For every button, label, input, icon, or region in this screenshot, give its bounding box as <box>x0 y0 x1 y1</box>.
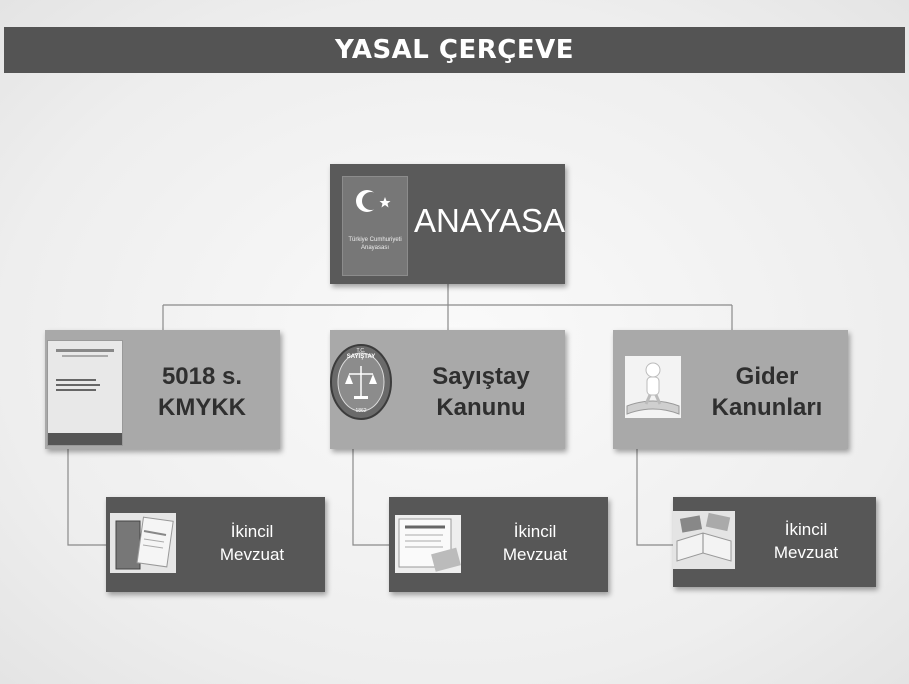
kmykk-label-line1: 5018 s. <box>161 363 243 390</box>
anayasa-box: Türkiye Cumhuriyeti Anayasası ANAYASA <box>330 164 565 284</box>
kmykk-label-line2: KMYKK <box>158 394 246 421</box>
gider-label-line1: Gider <box>735 363 799 390</box>
constitution-book-image: Türkiye Cumhuriyeti Anayasası <box>342 176 408 276</box>
page-title: YASAL ÇERÇEVE <box>4 27 905 73</box>
sayistay-seal-image: T.C. SAYIŞTAY 1862 <box>330 344 392 420</box>
seal-top-text: T.C. <box>356 348 366 354</box>
law-document-image <box>47 340 123 446</box>
anayasa-label: ANAYASA <box>414 202 565 239</box>
ikincil-mevzuat-box-3: İkincil Mevzuat <box>673 497 876 587</box>
mevzuat-label-3: Mevzuat <box>773 543 839 562</box>
figure-on-book-image <box>625 356 681 418</box>
seal-text: SAYIŞTAY <box>346 354 376 360</box>
ikincil-label-1: İkincil <box>230 522 274 541</box>
ikincil-mevzuat-box-2: İkincil Mevzuat <box>389 497 608 592</box>
seal-year: 1862 <box>355 408 367 414</box>
ikincil-mevzuat-box-1: İkincil Mevzuat <box>106 497 325 592</box>
ikincil-label-3: İkincil <box>784 520 828 539</box>
book-title-line2: Anayasası <box>360 245 390 251</box>
gider-box: Gider Kanunları <box>613 330 848 449</box>
resmi-gazete-book-image <box>110 513 176 573</box>
sayistay-label-line1: Sayıştay <box>432 363 530 390</box>
gider-label-line2: Kanunları <box>711 394 823 421</box>
mevzuat-label-1: Mevzuat <box>219 545 285 564</box>
open-books-image <box>673 511 735 569</box>
kmykk-box: 5018 s. KMYKK <box>45 330 280 449</box>
resmi-gazete-paper-image <box>395 515 461 573</box>
mevzuat-label-2: Mevzuat <box>502 545 568 564</box>
book-title-line1: Türkiye Cumhuriyeti <box>348 237 402 243</box>
sayistay-label-line2: Kanunu <box>436 394 526 421</box>
ikincil-label-2: İkincil <box>513 522 557 541</box>
sayistay-box: T.C. SAYIŞTAY 1862 Sayıştay Kanunu <box>330 330 565 449</box>
